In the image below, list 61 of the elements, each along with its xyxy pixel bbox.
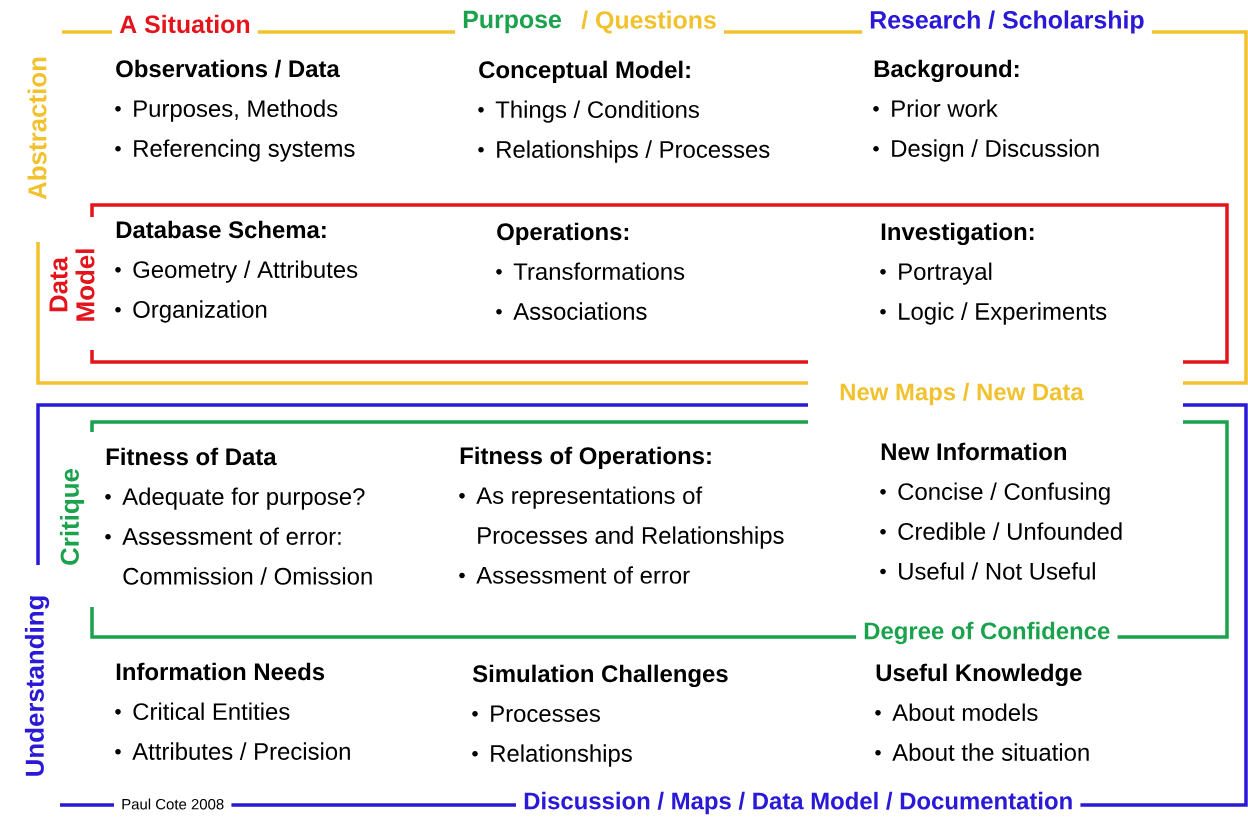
node-label: Relationships / Processes [497, 140, 770, 163]
node-label: As representations of Processes and Relationships [476, 486, 784, 549]
bullet-list: Fitness of Operations: As representations of Processes and Relationships Assessment of error [459, 446, 784, 584]
node-label: Observations / Data [116, 59, 340, 78]
node-label: Processes [491, 705, 600, 723]
side-label: Data Model [49, 249, 95, 321]
node-label: Information Needs [116, 662, 325, 681]
bullet-list: New Information Concise / Confusing Credible / Unfounded Useful / Not Useful [880, 442, 1122, 580]
node-label: Useful / Not Useful [899, 562, 1095, 580]
frame-label: A Situation [119, 14, 250, 34]
bullet-list: Fitness of Data Adequate for purpose? Assessment of error: Commission / Omission [105, 447, 372, 585]
side-label: Abstraction [27, 57, 47, 200]
frame-label: Research / Scholarship [870, 10, 1144, 34]
node-label: Critical Entities [133, 702, 290, 721]
node-label: Referencing systems [134, 139, 355, 162]
frame-label: New Maps / New Data [840, 382, 1084, 406]
node-label: Fitness of Data [106, 447, 277, 466]
node-label: Geometry / Attributes [133, 260, 358, 283]
frame-label: / Questions [581, 10, 716, 34]
node-label: Concise / Confusing [898, 482, 1110, 505]
node-label: Simulation Challenges [472, 664, 728, 688]
node-label: About models [892, 703, 1038, 722]
side-label: Understanding [24, 596, 50, 776]
bullet-list: Useful Knowledge About models About the situation [875, 663, 1089, 761]
bullet-list: Background: Prior work Design / Discussion [873, 59, 1099, 162]
node-label: New Information [881, 442, 1067, 461]
frame-label: Purpose [463, 10, 561, 34]
node-label: Adequate for purpose? [122, 487, 365, 510]
node-label: Attributes / Precision [132, 742, 350, 760]
node-label: Database Schema: [116, 220, 326, 239]
node-label: Assessment of error [476, 566, 690, 584]
node-label: Portrayal [899, 262, 992, 285]
node-label: Purposes, Methods [134, 99, 338, 122]
bullet-list: Simulation Challenges Processes Relationships [472, 664, 728, 767]
node-label: Associations [513, 302, 647, 320]
node-label: Background: [874, 59, 1019, 83]
node-label: Useful Knowledge [876, 663, 1082, 687]
node-label: Investigation: [881, 222, 1034, 246]
frame-label: Degree of Confidence [864, 621, 1110, 645]
node-label: Credible / Unfounded [898, 522, 1122, 540]
node-label: About the situation [892, 743, 1089, 761]
node-label: Logic / Experiments [899, 302, 1107, 325]
bullet-list: Investigation: Portrayal Logic / Experiments [880, 222, 1107, 325]
frame-label: Paul Cote 2008 [122, 798, 224, 810]
side-label: Critique [59, 468, 85, 565]
bullet-list: Database Schema: Geometry / Attributes Organization [115, 220, 358, 323]
node-label: Relationships [491, 744, 632, 767]
node-label: Conceptual Model: [479, 60, 690, 83]
node-label: Fitness of Operations: [460, 446, 711, 469]
frame-label: Discussion / Maps / Data Model / Documentation [524, 791, 1072, 815]
node-label: Operations: [497, 222, 629, 245]
node-label: Design / Discussion [892, 139, 1099, 162]
node-label: Things / Conditions [495, 100, 699, 123]
node-label: Prior work [892, 99, 998, 118]
node-label: Organization [133, 300, 267, 323]
bullet-list: Conceptual Model: Things / Conditions Relationships / Processes [478, 60, 770, 163]
bullet-list: Information Needs Critical Entities Attributes / Precision [115, 662, 350, 760]
bullet-list: Observations / Data Purposes, Methods Referencing systems [115, 59, 355, 162]
node-label: Assessment of error: Commission / Omission [122, 527, 372, 585]
node-label: Transformations [513, 262, 685, 281]
bullet-list: Operations: Transformations Associations [496, 222, 685, 320]
